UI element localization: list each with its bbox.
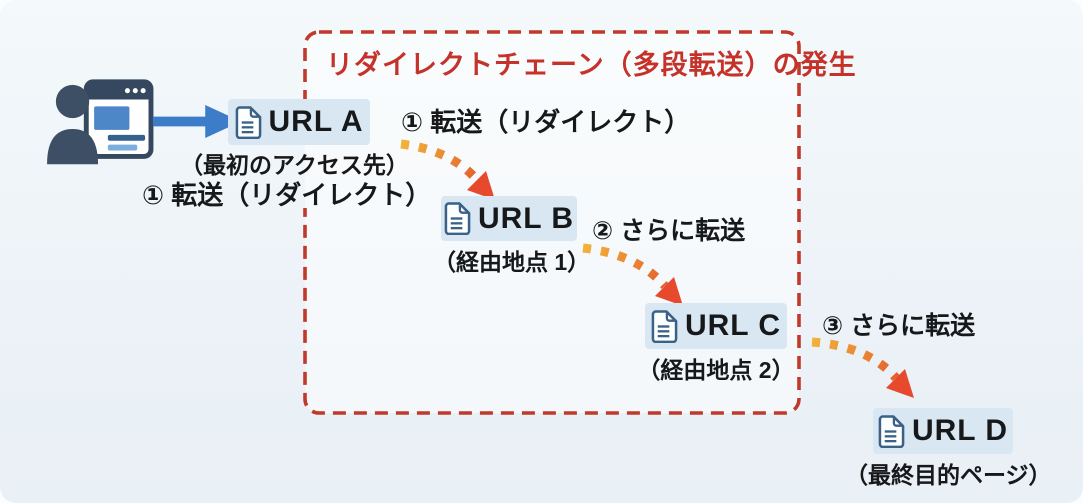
- url-b-caption: （経由地点 1）: [433, 249, 591, 275]
- blue-arrow-right-icon: [152, 105, 242, 138]
- url-c-label: URL C: [684, 309, 782, 342]
- document-icon: [878, 414, 905, 448]
- redirect-step-under-url-a: ① 転送（リダイレクト）: [142, 180, 432, 210]
- user-with-browser-icon: [47, 79, 154, 165]
- url-d-label: URL D: [911, 414, 1009, 447]
- url-b-label: URL B: [477, 201, 575, 235]
- url-d-caption: （最終目的ページ）: [845, 462, 1052, 488]
- url-b-node: URL B: [441, 196, 577, 241]
- url-c-node: URL C: [645, 303, 787, 349]
- step-3-label: ③ さらに転送: [822, 312, 976, 340]
- step-1-label: ① 転送（リダイレクト）: [401, 107, 691, 137]
- document-icon: [651, 309, 678, 343]
- url-a-label: URL A: [268, 105, 364, 138]
- dotted-redirect-arrow-3-icon: [811, 337, 914, 398]
- dotted-redirect-arrow-2-icon: [582, 243, 683, 306]
- url-d-node: URL D: [873, 408, 1013, 454]
- url-a-node: URL A: [228, 99, 370, 145]
- url-c-caption: （経由地点 2）: [637, 357, 795, 383]
- document-icon: [235, 105, 262, 139]
- url-a-caption: （最初のアクセス先）: [180, 152, 409, 178]
- document-icon: [444, 202, 471, 235]
- step-2-label: ② さらに転送: [592, 217, 746, 245]
- diagram-title: リダイレクトチェーン（多段転送）の発生: [326, 50, 857, 80]
- dotted-redirect-arrow-1-icon: [400, 139, 495, 200]
